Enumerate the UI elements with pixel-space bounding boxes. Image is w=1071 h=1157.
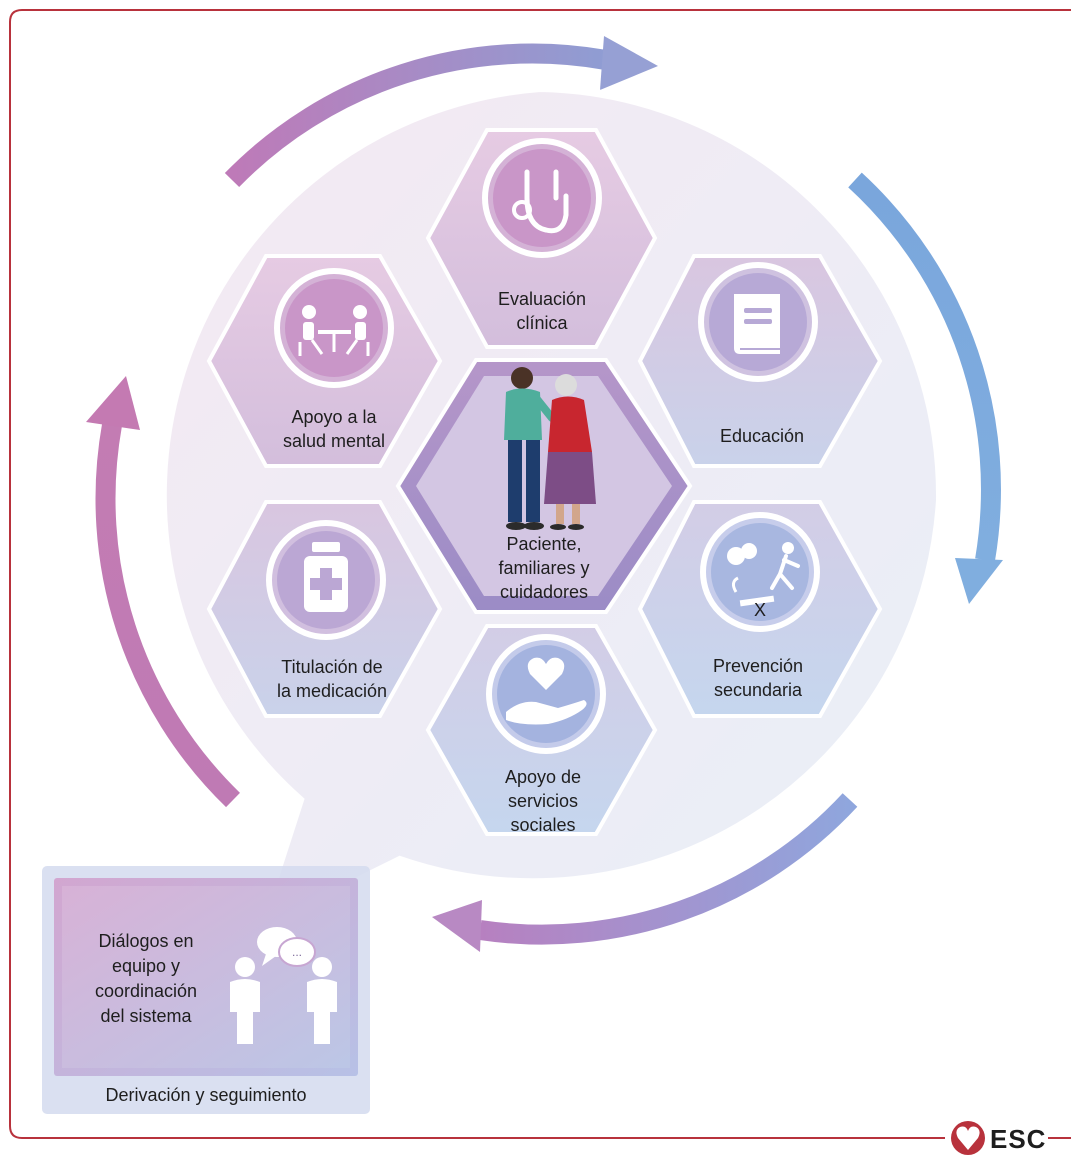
- stethoscope-icon: [482, 138, 602, 258]
- arrow-top: [224, 43, 608, 187]
- team-box-line4: del sistema: [100, 1006, 192, 1026]
- team-coordination-box: Diálogos en equipo y coordinación del si…: [42, 866, 370, 1114]
- team-box-line2: equipo y: [112, 956, 180, 976]
- hex-medication-line1: Titulación de: [281, 657, 382, 677]
- hex-center: Paciente, familiares y cuidadores: [395, 358, 693, 614]
- team-box-footer: Derivación y seguimiento: [105, 1085, 306, 1105]
- medicine-bottle-icon: [266, 520, 386, 640]
- hex-education: Educación: [637, 254, 883, 468]
- book-icon: [698, 262, 818, 382]
- hex-prevention-line1: Prevención: [713, 656, 803, 676]
- hex-center-line3: cuidadores: [500, 582, 588, 602]
- arrow-bottom: [478, 793, 858, 945]
- hex-center-line1: Paciente,: [506, 534, 581, 554]
- hex-center-line2: familiares y: [498, 558, 589, 578]
- heart-hand-icon: [486, 634, 606, 754]
- arrow-right-head: [955, 558, 1003, 604]
- patient-family-icon: [504, 367, 596, 530]
- svg-text:X: X: [754, 600, 766, 620]
- hex-clinical-line2: clínica: [516, 313, 568, 333]
- hex-clinical-line1: Evaluación: [498, 289, 586, 309]
- frame-border: [9, 9, 1071, 1139]
- hex-social-line1: Apoyo de: [505, 767, 581, 787]
- hex-medication-line2: la medicación: [277, 681, 387, 701]
- hex-social-services: Apoyo de servicios sociales: [425, 624, 658, 836]
- lifestyle-icon: X: [700, 512, 820, 632]
- cycle-arrows: [86, 36, 1003, 952]
- team-box-line3: coordinación: [95, 981, 197, 1001]
- team-dialogue-icon: ...: [230, 927, 337, 1044]
- arrow-left-head: [86, 376, 140, 430]
- counselling-icon: [274, 268, 394, 388]
- arrow-right: [848, 172, 1001, 562]
- arrow-bottom-head: [432, 900, 482, 952]
- arrow-left: [95, 423, 240, 808]
- esc-logo: ESC: [951, 1121, 1046, 1155]
- hex-prevention: X Prevención secundaria: [637, 500, 883, 718]
- hex-mental-line1: Apoyo a la: [291, 407, 377, 427]
- hex-mental-health: Apoyo a la salud mental: [206, 254, 443, 468]
- hex-social-line2: servicios: [508, 791, 578, 811]
- esc-logo-text: ESC: [990, 1124, 1046, 1154]
- hex-social-line3: sociales: [510, 815, 575, 835]
- hex-medication: Titulación de la medicación: [206, 500, 443, 718]
- hex-prevention-line2: secundaria: [714, 680, 803, 700]
- team-box-line1: Diálogos en: [98, 931, 193, 951]
- arrow-top-head: [600, 36, 658, 90]
- hex-clinical-assessment: Evaluación clínica: [425, 128, 658, 349]
- svg-text:...: ...: [292, 945, 302, 959]
- hex-education-line1: Educación: [720, 426, 804, 446]
- hex-mental-line2: salud mental: [283, 431, 385, 451]
